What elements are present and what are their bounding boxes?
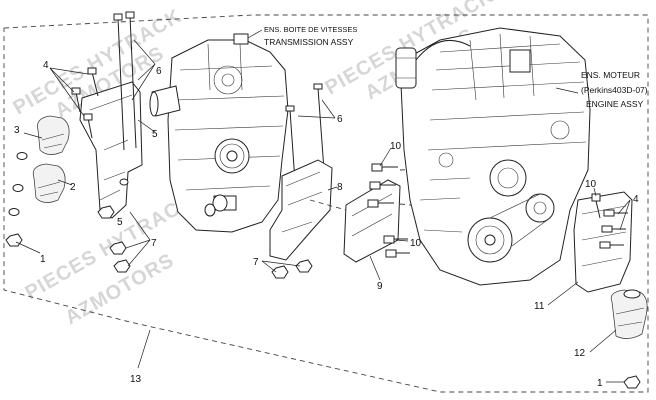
callout-7: 7 — [151, 238, 157, 249]
callout-8: 8 — [337, 182, 343, 193]
callout-1: 1 — [597, 378, 603, 389]
callout-1: 1 — [40, 254, 46, 265]
callout-9: 9 — [377, 281, 383, 292]
callout-12: 12 — [574, 348, 586, 359]
transmission-assembly — [149, 33, 289, 233]
callout-3: 3 — [14, 125, 20, 136]
engine-caption-fr: ENS. MOTEUR — [581, 70, 640, 80]
callout-6: 6 — [337, 114, 343, 125]
engine-assembly — [395, 27, 591, 286]
callout-11: 11 — [534, 301, 545, 312]
transmission-caption-en: TRANSMISSION ASSY — [264, 37, 354, 47]
center-mount-group — [269, 83, 441, 279]
leader-lines — [15, 29, 631, 383]
callout-6: 6 — [156, 66, 162, 77]
right-mount-group — [573, 191, 648, 389]
captions: ENS. BOITE DE VITESSES TRANSMISSION ASSY… — [264, 25, 648, 109]
callout-numbers: 4 3 2 5 6 5 1 7 6 10 8 10 9 7 4 10 11 12… — [14, 60, 639, 389]
callout-10: 10 — [390, 141, 402, 152]
callout-7: 7 — [253, 257, 259, 268]
callout-10: 10 — [410, 238, 422, 249]
callout-5: 5 — [152, 129, 158, 140]
callout-13: 13 — [130, 374, 142, 385]
callout-2: 2 — [70, 182, 76, 193]
engine-caption-en: ENGINE ASSY — [586, 99, 643, 109]
callout-4: 4 — [43, 60, 49, 71]
transmission-caption-fr: ENS. BOITE DE VITESSES — [264, 25, 357, 34]
callout-4: 4 — [633, 194, 639, 205]
engine-caption-model: (Perkins403D-07) — [581, 85, 648, 95]
left-mount-group — [5, 11, 143, 273]
callout-10: 10 — [585, 179, 597, 190]
callout-5: 5 — [117, 217, 123, 228]
assembly-boundary — [3, 14, 649, 393]
